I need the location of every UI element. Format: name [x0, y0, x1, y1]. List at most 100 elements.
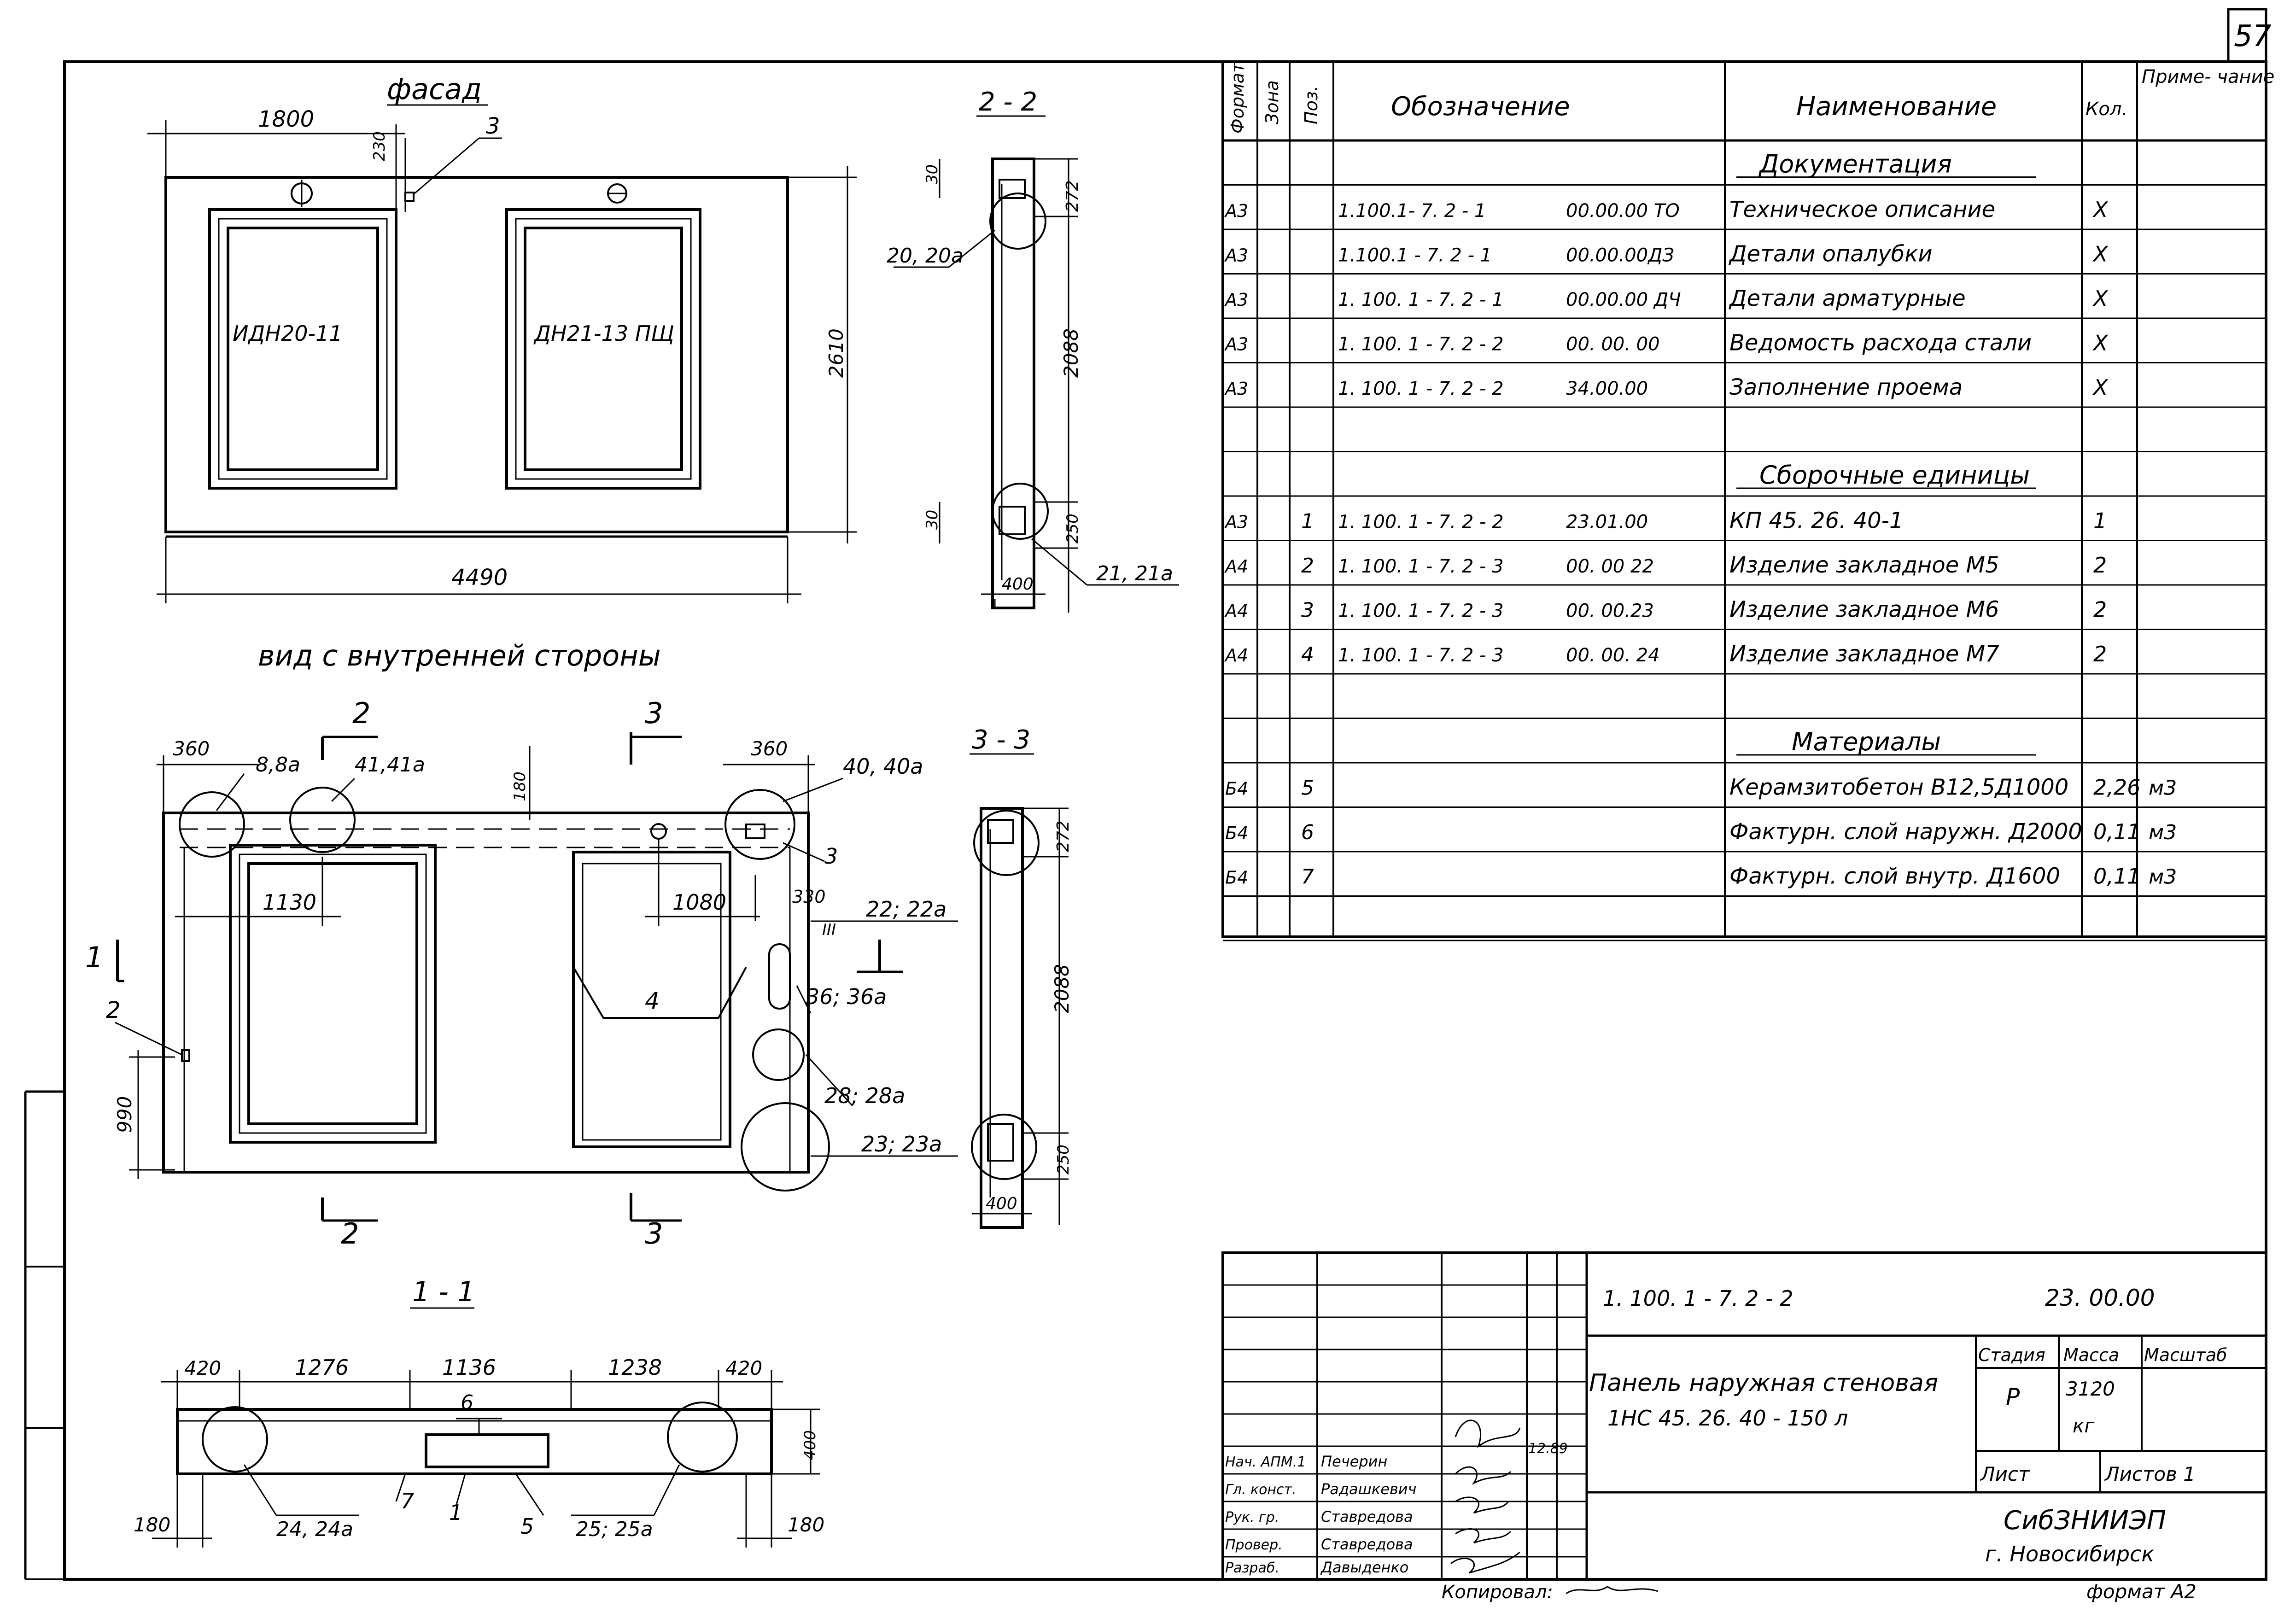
- spec-cell-name: КП 45. 26. 40-1: [1729, 508, 1904, 533]
- section-2-2-title: 2 - 2: [979, 87, 1037, 117]
- copied-label: Копировал:: [1442, 1582, 1553, 1603]
- spec-cell-qty: 1: [2093, 508, 2107, 533]
- spec-cell-pos: 3: [1301, 598, 1314, 622]
- spec-section-title: Материалы: [1792, 727, 1941, 756]
- spec-header-note: Приме- чание: [2142, 66, 2274, 88]
- title-block-code: 1. 100. 1 - 7. 2 - 2: [1603, 1286, 1793, 1311]
- spec-cell-code2: 00. 00 22: [1566, 556, 1654, 577]
- window-label-right: ДН21-13 ПЩ: [533, 321, 674, 346]
- inside-callout-28: 28; 28а: [824, 1083, 905, 1108]
- staff-role: Провер.: [1225, 1537, 1283, 1553]
- title-block-title-2: 1НС 45. 26. 40 - 150 л: [1607, 1406, 1848, 1431]
- spec-cell-pos: 7: [1301, 865, 1314, 888]
- spec-cell-qty: 2,26: [2093, 775, 2140, 800]
- section-1-1: 1 - 1 420 1276 1136 1238: [134, 1276, 824, 1548]
- staff-name: Ставредова: [1321, 1508, 1413, 1525]
- signature-1: [1455, 1420, 1521, 1449]
- mass-value: 3120: [2066, 1378, 2115, 1400]
- s22-dim-30-top: 30: [923, 164, 941, 184]
- sheet-label: Лист: [1980, 1463, 2030, 1485]
- spec-cell-pos: 1: [1301, 509, 1314, 533]
- facade-dim-1800: 1800: [258, 106, 314, 132]
- spec-cell-code2: 00. 00. 24: [1566, 645, 1660, 666]
- org-name: СибЗНИИЭП: [2004, 1506, 2166, 1536]
- spec-cell-format: А3: [1224, 290, 1248, 310]
- spec-cell-code2: 34.00.00: [1566, 378, 1648, 399]
- section-1-1-title: 1 - 1: [412, 1276, 475, 1308]
- spec-cell-qty: 2: [2093, 642, 2107, 666]
- s11-dim-420-right: 420: [725, 1357, 762, 1379]
- spec-cell-format: А3: [1224, 334, 1248, 354]
- spec-header-pos: Поз.: [1301, 86, 1321, 124]
- spec-cell-name: Фактурн. слой наружн. Д2000: [1729, 819, 2082, 845]
- s11-callout-24: 24, 24а: [276, 1518, 353, 1541]
- spec-cell-code: 1. 100. 1 - 7. 2 - 3: [1338, 645, 1504, 666]
- facade-title: фасад: [387, 72, 482, 106]
- spec-cell-name: Керамзитобетон В12,5Д1000: [1729, 774, 2068, 800]
- spec-cell-qty: X: [2092, 286, 2109, 311]
- section-2-2: 2 - 2 30 272 2088 30 250 400 20, 20а 21,…: [887, 87, 1179, 613]
- spec-header-qty: Кол.: [2086, 99, 2127, 120]
- spec-cell-qty: X: [2092, 241, 2109, 266]
- staff-role: Нач. АПМ.1: [1225, 1454, 1306, 1470]
- copied-signature: [1566, 1586, 1659, 1595]
- org-city: г. Новосибирск: [1985, 1542, 2154, 1566]
- s33-dim-2088: 2088: [1051, 964, 1073, 1013]
- staff-name: Печерин: [1321, 1453, 1387, 1470]
- s33-dim-400: 400: [986, 1194, 1017, 1213]
- inside-callout-III: III: [822, 921, 836, 939]
- s11-callout-1: 1: [449, 1500, 462, 1525]
- spec-cell-code: 1. 100. 1 - 7. 2 - 2: [1338, 333, 1504, 355]
- s22-dim-272: 272: [1063, 180, 1082, 212]
- spec-cell-name: Заполнение проема: [1729, 374, 1963, 400]
- inside-callout-4: 4: [645, 987, 660, 1014]
- spec-cell-note: м3: [2149, 865, 2177, 888]
- s11-dim-400: 400: [801, 1430, 819, 1460]
- spec-cell-code2: 00.00.00 ТО: [1566, 200, 1680, 222]
- section-marker-3-top: 3: [645, 696, 663, 730]
- spec-cell-code2: 23.01.00: [1566, 511, 1648, 532]
- inside-callout-40: 40, 40а: [843, 754, 923, 779]
- spec-header-format: Формат: [1227, 62, 1248, 134]
- inside-callout-41: 41,41а: [355, 753, 425, 777]
- staff-role: Разраб.: [1225, 1560, 1279, 1576]
- spec-cell-code: 1. 100. 1 - 7. 2 - 3: [1338, 556, 1504, 577]
- facade-view: фасад 1800 230 3 4490 261: [147, 72, 857, 603]
- signature-2: [1455, 1466, 1512, 1485]
- spec-cell-qty: 2: [2093, 553, 2107, 578]
- spec-cell-qty: X: [2092, 330, 2109, 355]
- spec-cell-name: Фактурн. слой внутр. Д1600: [1729, 863, 2060, 889]
- s22-callout-20: 20, 20а: [887, 244, 964, 268]
- s22-callout-21: 21, 21а: [1096, 562, 1173, 585]
- stage-value: Р: [2006, 1384, 2020, 1410]
- s11-callout-6: 6: [461, 1391, 473, 1414]
- spec-cell-name: Ведомость расхода стали: [1729, 330, 2032, 356]
- spec-cell-pos: 2: [1301, 554, 1314, 578]
- mass-unit: кг: [2073, 1414, 2095, 1437]
- inside-callout-36: 36; 36а: [806, 984, 887, 1009]
- spec-cell-note: м3: [2149, 821, 2177, 844]
- s33-dim-272: 272: [1054, 820, 1073, 852]
- spec-cell-format: А3: [1224, 201, 1248, 221]
- inside-view: вид с внутренней стороны: [85, 639, 958, 1250]
- facade-dim-2610: 2610: [825, 328, 847, 378]
- spec-cell-qty: 0,11: [2093, 819, 2140, 844]
- spec-cell-name: Изделие закладное М6: [1729, 596, 1999, 622]
- sheets-label: Листов 1: [2104, 1463, 2196, 1485]
- inside-dim-330: 330: [792, 887, 826, 907]
- s33-dim-250: 250: [1054, 1145, 1073, 1174]
- section-marker-3-bottom: 3: [645, 1217, 663, 1250]
- spec-header-designation: Обозначение: [1391, 92, 1570, 122]
- staff-role: Гл. конст.: [1225, 1482, 1297, 1498]
- signature-3: [1455, 1496, 1509, 1514]
- facade-callout-3: 3: [486, 113, 500, 139]
- spec-cell-name: Изделие закладное М5: [1729, 552, 1999, 578]
- facade-dim-4490: 4490: [451, 565, 508, 590]
- spec-cell-pos: 4: [1301, 643, 1314, 666]
- window-label-left: ИДН20-11: [233, 321, 343, 346]
- section-marker-2-top: 2: [352, 696, 370, 730]
- spec-cell-qty: X: [2092, 197, 2109, 222]
- inside-dim-360-right: 360: [751, 737, 788, 760]
